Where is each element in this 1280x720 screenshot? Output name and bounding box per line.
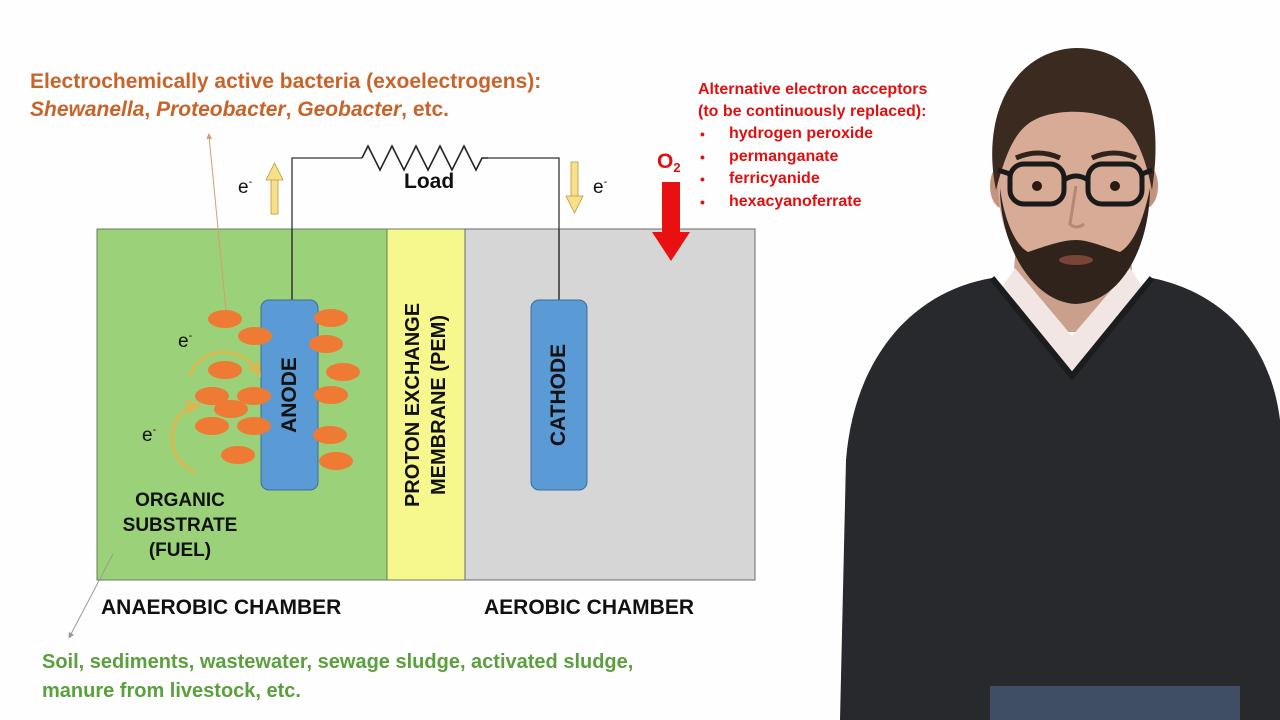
bacteria-genera-line: Shewanella, Proteobacter, Geobacter, etc… (30, 96, 541, 124)
bacterium (237, 387, 271, 405)
acceptor-item: hexacyanoferrate (698, 191, 927, 214)
electron-symbol: e (593, 177, 604, 198)
electron-arrow-down-icon (565, 161, 584, 214)
organic-substrate-label: ORGANIC SUBSTRATE (FUEL) (112, 488, 248, 563)
alternative-acceptors: Alternative electron acceptors (to be co… (698, 79, 927, 213)
bacteria-cluster (195, 309, 360, 470)
separator: , (144, 98, 157, 121)
bacterium (214, 400, 248, 418)
proton-exchange-membrane (386, 228, 466, 581)
bacterium (237, 417, 271, 435)
acceptor-item: ferricyanide (698, 168, 927, 191)
presenter-jeans (990, 686, 1240, 720)
oxygen-arrow-icon (652, 182, 690, 261)
electron-symbol: e (142, 425, 153, 446)
acceptors-list: hydrogen peroxide permanganate ferricyan… (698, 123, 927, 213)
acceptors-title-line1: Alternative electron acceptors (698, 81, 928, 98)
presenter-v-neck (989, 276, 1155, 381)
glasses-icon (997, 161, 1153, 207)
presenter-face (998, 79, 1150, 291)
acceptor-item: permanganate (698, 146, 927, 169)
bacterium (208, 361, 242, 379)
electron-symbol: e (178, 331, 189, 352)
bacteria-leader-line (206, 133, 227, 311)
electron-charge: - (603, 176, 608, 188)
bacterium (314, 309, 348, 327)
genus-shewanella: Shewanella (30, 98, 145, 121)
presenter-sweater (840, 278, 1280, 720)
cathode-label-box: CATHODE (531, 300, 587, 490)
aerobic-chamber-label: AEROBIC CHAMBER (484, 596, 694, 619)
bacteria-sources: Soil, sediments, wastewater, sewage slud… (42, 648, 633, 706)
genus-geobacter: Geobacter (297, 98, 402, 121)
sources-leader-line (68, 553, 114, 639)
bacterium (195, 387, 229, 405)
bacterium (208, 310, 242, 328)
anode-label-box: ANODE (261, 300, 318, 490)
fuel-cell-diagram (68, 133, 756, 639)
electron-arrow-up-icon (265, 162, 284, 215)
presenter-collar (992, 268, 1152, 388)
sources-line1: Soil, sediments, wastewater, sewage slud… (42, 651, 634, 673)
sources-line2: manure from livestock, etc. (42, 680, 301, 702)
presenter-eye (1110, 181, 1120, 191)
bacterium (326, 363, 360, 381)
pem-label: PROTON EXCHANGE MEMBRANE (PEM) (400, 302, 452, 506)
pem-label-line1: PROTON EXCHANGE (402, 302, 425, 507)
pem-label-box: PROTON EXCHANGE MEMBRANE (PEM) (387, 229, 465, 580)
genus-proteobacter: Proteobacter (156, 98, 286, 121)
presenter-eyebrow (1014, 150, 1062, 161)
anode-label: ANODE (277, 357, 301, 433)
electron-symbol: e (238, 177, 249, 198)
bacteria-title-line: Electrochemically active bacteria (exoel… (30, 70, 542, 93)
electron-curve-arrow-icon (188, 350, 261, 378)
bacterium (313, 426, 347, 444)
electron-charge: - (248, 176, 253, 188)
electron-curve-arrow-icon (170, 399, 202, 474)
presenter-hair (992, 48, 1156, 190)
aerobic-chamber (464, 228, 756, 581)
genera-suffix: , etc. (401, 98, 450, 121)
cathode-label: CATHODE (547, 343, 570, 447)
presenter-nose (1068, 185, 1085, 229)
presenter-beard (1000, 188, 1150, 304)
cathode-electrode (530, 299, 588, 491)
presenter-eyebrow (1090, 150, 1138, 161)
electron-charge: - (152, 424, 157, 436)
load-label: Load (404, 170, 455, 193)
electron-label-top-right: e- (593, 176, 607, 199)
bacterium (309, 335, 343, 353)
pem-label-line2: MEMBRANE (PEM) (428, 314, 451, 495)
electron-label-top-left: e- (238, 176, 252, 199)
acceptor-item: hydrogen peroxide (698, 123, 927, 146)
anaerobic-chamber-label: ANAEROBIC CHAMBER (101, 596, 342, 619)
bacterium (238, 327, 272, 345)
presenter-mouth (1059, 255, 1093, 265)
presenter-eye (1032, 181, 1042, 191)
separator: , (285, 98, 298, 121)
bacterium (314, 386, 348, 404)
bacterium (221, 446, 255, 464)
electron-charge: - (188, 330, 193, 342)
bacterium (319, 452, 353, 470)
oxygen-symbol: O (657, 150, 674, 173)
oxygen-subscript: 2 (673, 160, 681, 175)
organic-line1: ORGANIC (135, 490, 225, 511)
presenter-image (840, 48, 1280, 720)
electron-label-anode-upper: e- (178, 330, 192, 353)
bacterium (195, 417, 229, 435)
organic-line3: (FUEL) (148, 540, 212, 561)
oxygen-label: O2 (657, 150, 681, 175)
acceptors-title-line2: (to be continuously replaced): (698, 103, 927, 120)
load-resistor (361, 144, 488, 172)
organic-line2: SUBSTRATE (122, 515, 238, 536)
electron-label-anode-lower: e- (142, 424, 156, 447)
bacteria-title: Electrochemically active bacteria (exoel… (30, 68, 541, 124)
